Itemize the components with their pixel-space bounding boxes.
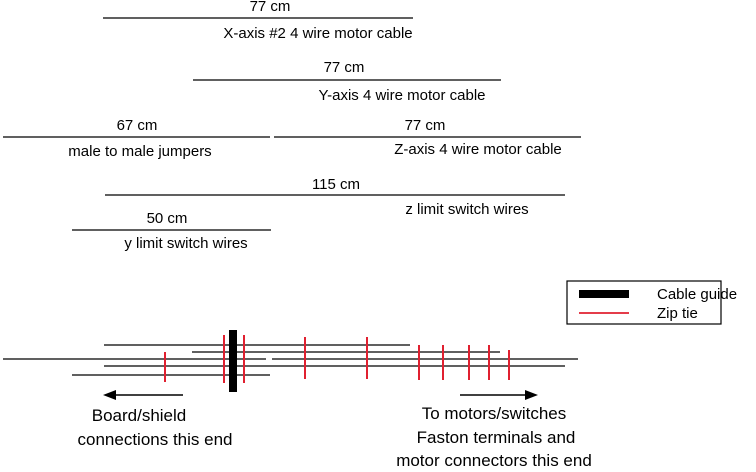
- left-note: Board/shield connections this end: [78, 406, 233, 449]
- left-note-line: connections this end: [78, 430, 233, 449]
- right-note-line: Faston terminals and: [417, 428, 576, 447]
- cable-length-label: 50 cm: [147, 210, 188, 227]
- cable-x-axis-2: 77 cm X-axis #2 4 wire motor cable: [103, 0, 413, 42]
- cable-length-label: 77 cm: [324, 59, 365, 76]
- right-note: To motors/switches Faston terminals and …: [396, 404, 592, 470]
- legend-cable-guide-label: Cable guide: [657, 286, 737, 303]
- cable-length-label: 77 cm: [250, 0, 291, 15]
- cable-z-limit: 115 cm z limit switch wires: [105, 176, 565, 218]
- cable-name-label: z limit switch wires: [405, 201, 528, 218]
- left-note-line: Board/shield: [92, 406, 187, 425]
- cable-name-label: y limit switch wires: [124, 235, 247, 252]
- cable-length-label: 67 cm: [117, 117, 158, 134]
- cable-y-axis: 77 cm Y-axis 4 wire motor cable: [193, 59, 501, 104]
- cable-name-label: male to male jumpers: [68, 143, 211, 160]
- cable-guide-swatch: [579, 290, 629, 298]
- cable-bundle: [3, 330, 578, 392]
- left-arrow-head: [103, 390, 116, 400]
- cable-y-limit: 50 cm y limit switch wires: [72, 210, 271, 252]
- right-note-line: motor connectors this end: [396, 451, 592, 467]
- right-arrow-head: [525, 390, 538, 400]
- cable-jumpers: 67 cm male to male jumpers: [3, 117, 270, 160]
- cable-length-label: 77 cm: [405, 117, 446, 134]
- legend-zip-tie-label: Zip tie: [657, 305, 698, 322]
- cable-name-label: Y-axis 4 wire motor cable: [318, 87, 485, 104]
- legend-box: [566, 280, 722, 325]
- cable-name-label: Z-axis 4 wire motor cable: [394, 141, 562, 158]
- cable-length-label: 115 cm: [312, 176, 360, 193]
- cable-name-label: X-axis #2 4 wire motor cable: [223, 25, 412, 42]
- legend: Cable guide Zip tie: [566, 280, 737, 325]
- right-note-line: To motors/switches: [422, 404, 567, 423]
- cable-guide: [229, 330, 237, 392]
- cable-z-axis: 77 cm Z-axis 4 wire motor cable: [274, 117, 581, 158]
- right-arrow: [460, 390, 538, 400]
- left-arrow: [103, 390, 183, 400]
